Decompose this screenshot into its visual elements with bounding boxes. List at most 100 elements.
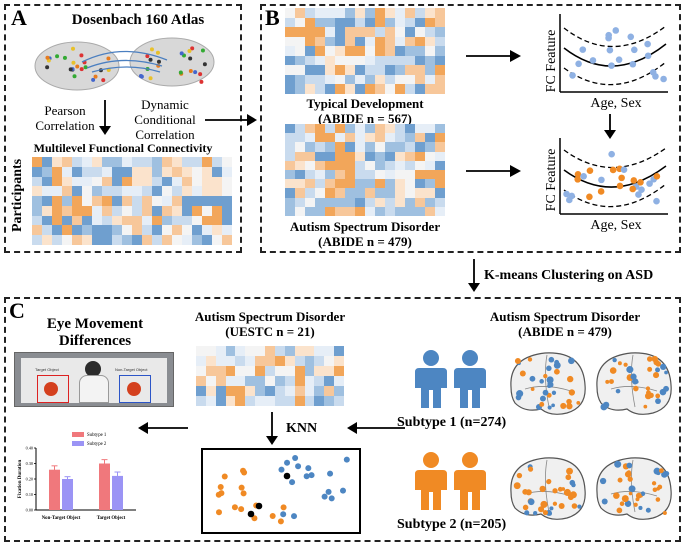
matrix-cell	[235, 346, 246, 356]
matrix-cell	[425, 74, 435, 85]
matrix-cell	[152, 215, 162, 226]
knn-point-subtype2	[215, 509, 222, 516]
matrix-cell	[314, 366, 325, 376]
matrix-cell	[325, 206, 335, 216]
uestc-n: (UESTC n = 21)	[225, 324, 315, 339]
matrix-cell	[132, 186, 142, 197]
panel-a-letter: A	[11, 5, 27, 30]
brain-sulcus	[545, 354, 550, 408]
matrix-cell	[112, 235, 122, 245]
brain-node	[551, 390, 557, 395]
matrix-cell	[162, 215, 172, 226]
matrix-cell	[196, 376, 206, 386]
matrix-cell	[335, 188, 345, 198]
matrix-cell	[202, 196, 212, 206]
matrix-cell	[315, 206, 325, 216]
matrix-cell	[72, 166, 82, 177]
matrix-cell	[335, 179, 345, 189]
matrix-cell	[225, 376, 236, 386]
brain-sulcus	[631, 459, 636, 513]
matrix-cell	[285, 124, 295, 134]
brain-node	[626, 470, 632, 475]
brain-node	[527, 466, 534, 472]
down-arrow-a	[99, 100, 111, 135]
brain-node	[660, 363, 667, 371]
person-icon-subtype1-a	[415, 350, 447, 408]
matrix-cell	[265, 386, 275, 396]
matrix-cell	[324, 396, 335, 406]
matrix-cell	[375, 65, 385, 75]
knn-point-subtype1	[292, 455, 299, 462]
matrix-cell	[112, 166, 122, 177]
matrix-cell	[405, 160, 415, 170]
knn-point-subtype1	[343, 456, 350, 463]
brain-node	[566, 398, 572, 405]
knn-point-subtype1	[284, 459, 291, 466]
matrix-cell	[325, 197, 335, 207]
matrix-cell	[212, 157, 222, 167]
matrix-cell	[62, 205, 72, 216]
matrix-cell	[435, 169, 445, 180]
matrix-cell	[245, 376, 256, 386]
target-object-box	[37, 375, 69, 403]
brain-node	[522, 489, 529, 495]
matrix-cell	[345, 160, 355, 170]
matrix-cell	[225, 366, 236, 376]
matrix-cell	[315, 179, 325, 189]
matrix-cell	[294, 356, 305, 366]
matrix-cell	[305, 65, 315, 75]
matrix-cell	[285, 74, 295, 85]
brain-node	[614, 460, 622, 468]
matrix-cell	[315, 74, 325, 85]
matrix-cell	[295, 36, 305, 47]
matrix-cell	[172, 176, 182, 187]
matrix-cell	[142, 196, 152, 206]
down-arrow-kmeans	[468, 259, 480, 292]
matrix-cell	[335, 206, 345, 216]
matrix-cell	[295, 46, 305, 56]
matrix-cell	[294, 376, 305, 386]
matrix-cell	[315, 36, 325, 47]
matrix-cell	[385, 133, 395, 143]
matrix-cell	[215, 366, 226, 376]
matrix-cell	[172, 157, 182, 167]
matrix-cell	[152, 235, 162, 245]
brain-node	[563, 488, 571, 497]
brain-node	[615, 388, 621, 394]
matrix-cell	[375, 8, 385, 18]
matrix-cell	[245, 366, 256, 376]
matrix-cell	[315, 151, 325, 161]
matrix-cell	[334, 356, 344, 366]
matrix-cell	[52, 196, 62, 206]
matrix-cell	[355, 197, 365, 207]
brain-node	[612, 357, 617, 363]
matrix-cell	[215, 356, 226, 366]
y-tick-label: 0.20	[26, 477, 33, 482]
matrix-cell	[212, 235, 222, 245]
matrix-cell	[435, 206, 445, 216]
td-point	[569, 72, 576, 79]
matrix-cell	[415, 17, 425, 28]
matrix-cell	[425, 84, 435, 94]
matrix-cell	[62, 186, 72, 197]
matrix-cell	[202, 176, 212, 187]
matrix-cell	[405, 169, 415, 180]
matrix-cell	[395, 74, 405, 85]
matrix-cell	[295, 169, 305, 180]
brain-node	[542, 389, 549, 396]
matrix-cell	[112, 186, 122, 197]
age-sex-label-1: Age, Sex	[590, 96, 642, 111]
matrix-cell	[375, 84, 385, 94]
brain-node	[552, 501, 558, 506]
panel-c-letter: C	[9, 298, 25, 323]
matrix-cell	[285, 65, 295, 75]
matrix-cell	[315, 84, 325, 94]
knn-point-uestc	[283, 472, 291, 480]
matrix-cell	[425, 55, 435, 66]
matrix-cell	[415, 46, 425, 56]
matrix-cell	[345, 142, 355, 152]
matrix-cell	[162, 176, 172, 187]
matrix-cell	[196, 396, 206, 406]
matrix-cell	[215, 386, 226, 396]
knn-point-subtype1	[303, 473, 310, 480]
